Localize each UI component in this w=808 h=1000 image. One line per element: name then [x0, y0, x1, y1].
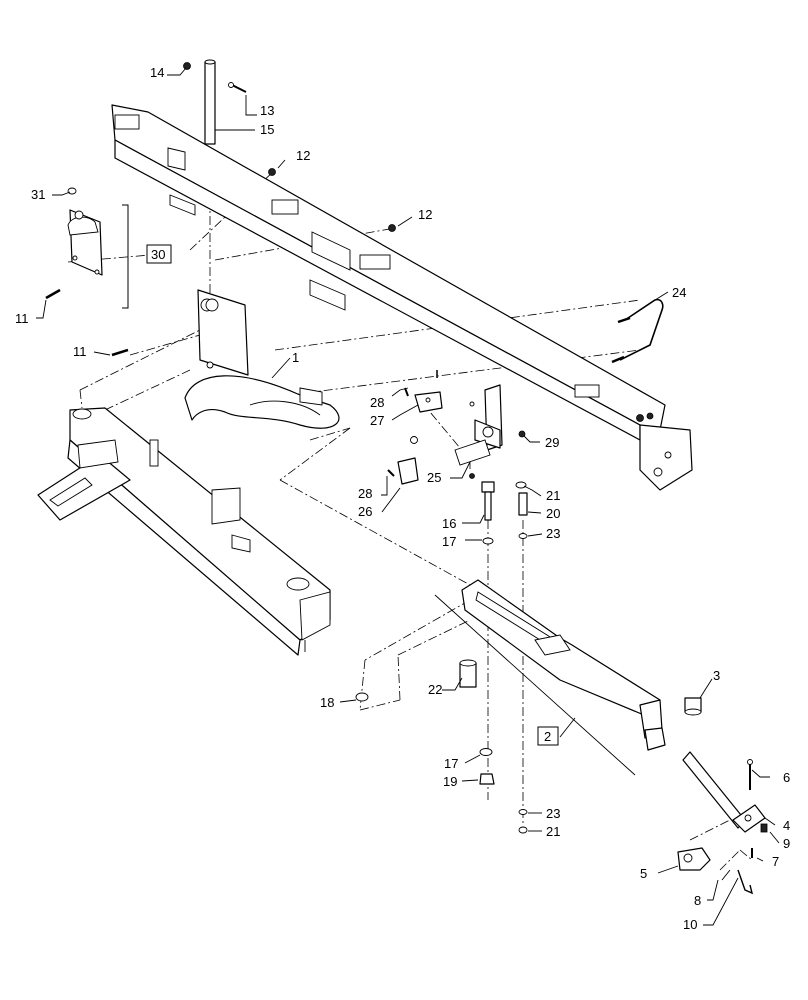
part-28-screws [387, 370, 438, 477]
callout-17-lower: 17 [444, 756, 458, 771]
callout-9: 9 [783, 836, 790, 851]
part-24-u-bolt [611, 298, 664, 364]
callout-23-upper: 23 [546, 526, 560, 541]
callout-8: 8 [694, 893, 701, 908]
callout-28-upper: 28 [370, 395, 384, 410]
part-29-nut [410, 401, 526, 479]
part-23-washer-upper [518, 533, 528, 539]
callout-29: 29 [545, 435, 559, 450]
callout-30: 30 [151, 247, 165, 262]
callout-10: 10 [683, 917, 697, 932]
callout-16: 16 [442, 516, 456, 531]
part-13-bolt [228, 82, 247, 93]
callout-7: 7 [772, 854, 779, 869]
part-22-bushing [459, 659, 477, 688]
callout-18: 18 [320, 695, 334, 710]
callout-21-lower: 21 [546, 824, 560, 839]
callout-11-lower: 11 [73, 344, 87, 359]
callout-5: 5 [640, 866, 647, 881]
part-23-washer-lower [518, 809, 528, 815]
callout-24: 24 [672, 285, 686, 300]
callout-17-upper: 17 [442, 534, 456, 549]
part-19-nut [479, 773, 495, 785]
callout-15: 15 [260, 122, 274, 137]
callout-26: 26 [358, 504, 372, 519]
callout-box-2 [537, 726, 559, 746]
part-17-washer-upper [482, 537, 494, 545]
part-6-bolt [747, 759, 753, 790]
frame-beam [111, 104, 693, 491]
callout-31: 31 [31, 187, 45, 202]
bracket-30 [122, 204, 129, 309]
callout-4: 4 [783, 818, 790, 833]
callout-19: 19 [443, 774, 457, 789]
part-3-cap [684, 697, 702, 716]
callout-21-upper: 21 [546, 488, 560, 503]
part-21-clip-lower [518, 826, 528, 834]
part-16-bolt [481, 481, 495, 521]
callout-22: 22 [428, 682, 442, 697]
part-27-clip [414, 391, 443, 413]
part-31-cap [67, 187, 77, 195]
part-18-washer [355, 692, 369, 702]
callout-28-lower: 28 [358, 486, 372, 501]
callout-3: 3 [713, 668, 720, 683]
callout-box-30 [146, 244, 172, 264]
part-14-nut [183, 62, 191, 70]
leader-lines [36, 67, 780, 926]
part-11-bolt-lower [111, 348, 129, 357]
part-8-spring [721, 869, 731, 881]
callout-27: 27 [370, 413, 384, 428]
part-9-nut [760, 823, 768, 833]
part-21-clip-upper [515, 481, 527, 489]
part-12-nuts [268, 168, 396, 232]
part-20-pin [518, 492, 528, 516]
callout-20: 20 [546, 506, 560, 521]
hitch-tube [682, 751, 746, 829]
part-10-latch [737, 869, 754, 895]
callout-6: 6 [783, 770, 790, 785]
callout-2: 2 [544, 729, 551, 744]
callout-12-lower: 12 [418, 207, 432, 222]
part-5-jaw [677, 847, 711, 871]
bracket-2-line [559, 717, 576, 738]
part-15-pin [204, 59, 216, 145]
part-26-plate [397, 457, 419, 485]
callout-1: 1 [292, 350, 299, 365]
callout-14: 14 [150, 65, 164, 80]
callout-labels: 1 2 3 4 5 6 7 8 9 10 11 11 12 12 13 14 1… [15, 65, 790, 932]
part-1-bracket-plate [184, 289, 340, 429]
part-17-washer-lower [479, 748, 493, 756]
callout-11-upper: 11 [15, 311, 29, 326]
part-25-bracket [454, 384, 503, 466]
callout-25: 25 [427, 470, 441, 485]
part-30-assembly [67, 209, 103, 276]
callout-23-lower: 23 [546, 806, 560, 821]
part-2-drawbar [434, 579, 666, 776]
part-11-bolt-upper [45, 288, 61, 300]
lower-frame [37, 407, 331, 656]
callout-13: 13 [260, 103, 274, 118]
callout-12-upper: 12 [296, 148, 310, 163]
